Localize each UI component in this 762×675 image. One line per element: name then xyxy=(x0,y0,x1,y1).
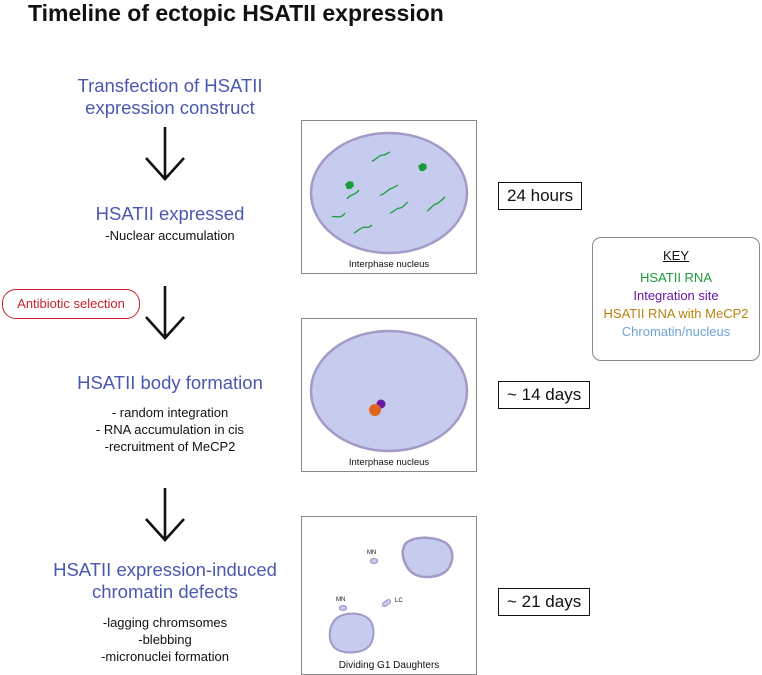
down-arrow-icon xyxy=(145,488,185,542)
nucleus xyxy=(309,329,469,453)
dividing-daughters-illustration: MN MN LC xyxy=(328,536,454,654)
step-1-title: Transfection of HSATII expression constr… xyxy=(40,75,300,119)
hsatii-rna-strand xyxy=(426,196,446,212)
hsatii-rna-strand xyxy=(371,151,391,162)
time-label-24-hours: 24 hours xyxy=(498,182,583,210)
step-1-title-line-1: Transfection of HSATII xyxy=(77,75,263,96)
hsatii-rna-strand xyxy=(346,189,360,200)
key-item-chromatin-nucleus: Chromatin/nucleus xyxy=(621,324,731,339)
step-4-title-line-2: chromatin defects xyxy=(91,581,238,602)
key-item-hsatii-mecp2: HSATII RNA with MeCP2 xyxy=(603,306,749,321)
mn-label-top: MN xyxy=(367,550,376,556)
down-arrow-icon xyxy=(145,286,185,340)
panel-1-caption: Interphase nucleus xyxy=(348,259,430,270)
step-3-detail-1: - random integration xyxy=(111,405,229,420)
panel-2-caption: Interphase nucleus xyxy=(348,457,430,468)
hsatii-mecp2-body xyxy=(369,404,381,416)
panel-interphase-body: Interphase nucleus xyxy=(301,318,477,472)
step-4-title-line-1: HSATII expression-induced xyxy=(53,559,277,580)
time-label-21-days: ~ 21 days xyxy=(498,588,591,616)
mn-label-left: MN xyxy=(336,597,345,603)
micronucleus xyxy=(369,557,379,565)
step-3-detail-3: -recruitment of MeCP2 xyxy=(104,439,236,454)
step-4-detail-3: -micronuclei formation xyxy=(101,649,229,664)
step-3-title: HSATII body formation xyxy=(77,372,263,393)
step-2-title: HSATII expressed xyxy=(95,203,245,224)
step-3-detail-2: - RNA accumulation in cis xyxy=(95,422,245,437)
figure-title: Timeline of ectopic HSATII expression xyxy=(28,0,444,26)
lagging-chromosome xyxy=(381,598,392,608)
nucleus-expressed-illustration xyxy=(309,131,469,255)
time-label-14-days: ~ 14 days xyxy=(498,381,591,409)
hsatii-rna-blob xyxy=(345,181,354,189)
key-heading: KEY xyxy=(662,248,689,263)
hsatii-rna-strand xyxy=(331,212,346,218)
panel-dividing-daughters: MN MN LC Dividing G1 Daughters xyxy=(301,516,477,675)
lc-label: LC xyxy=(395,598,403,604)
nucleus xyxy=(309,131,469,255)
step-4-details: -lagging chromsomes -blebbing -micronucl… xyxy=(30,614,300,665)
hsatii-rna-blob xyxy=(418,163,427,171)
panel-3-caption: Dividing G1 Daughters xyxy=(338,660,440,671)
daughter-cell xyxy=(401,536,454,579)
hsatii-rna-strand xyxy=(353,224,373,234)
nucleus-body-illustration xyxy=(309,329,469,453)
key-item-hsatii-rna: HSATII RNA xyxy=(640,270,712,285)
micronucleus xyxy=(338,604,348,612)
hsatii-rna-strand xyxy=(389,201,409,214)
key-legend: KEY HSATII RNA Integration site HSATII R… xyxy=(592,237,760,361)
hsatii-rna-strand xyxy=(379,184,399,196)
antibiotic-selection-label: Antibiotic selection xyxy=(2,289,140,319)
step-2-detail-1: -Nuclear accumulation xyxy=(105,228,235,243)
step-4-detail-2: -blebbing xyxy=(138,632,192,647)
step-3-details: - random integration - RNA accumulation … xyxy=(40,404,300,455)
panel-interphase-expressed: Interphase nucleus xyxy=(301,120,477,274)
step-4-title: HSATII expression-induced chromatin defe… xyxy=(30,559,300,603)
key-item-integration-site: Integration site xyxy=(633,288,719,303)
step-1-title-line-2: expression construct xyxy=(85,97,255,118)
step-4-detail-1: -lagging chromsomes xyxy=(102,615,228,630)
down-arrow-icon xyxy=(145,127,185,181)
daughter-cell xyxy=(328,612,375,654)
